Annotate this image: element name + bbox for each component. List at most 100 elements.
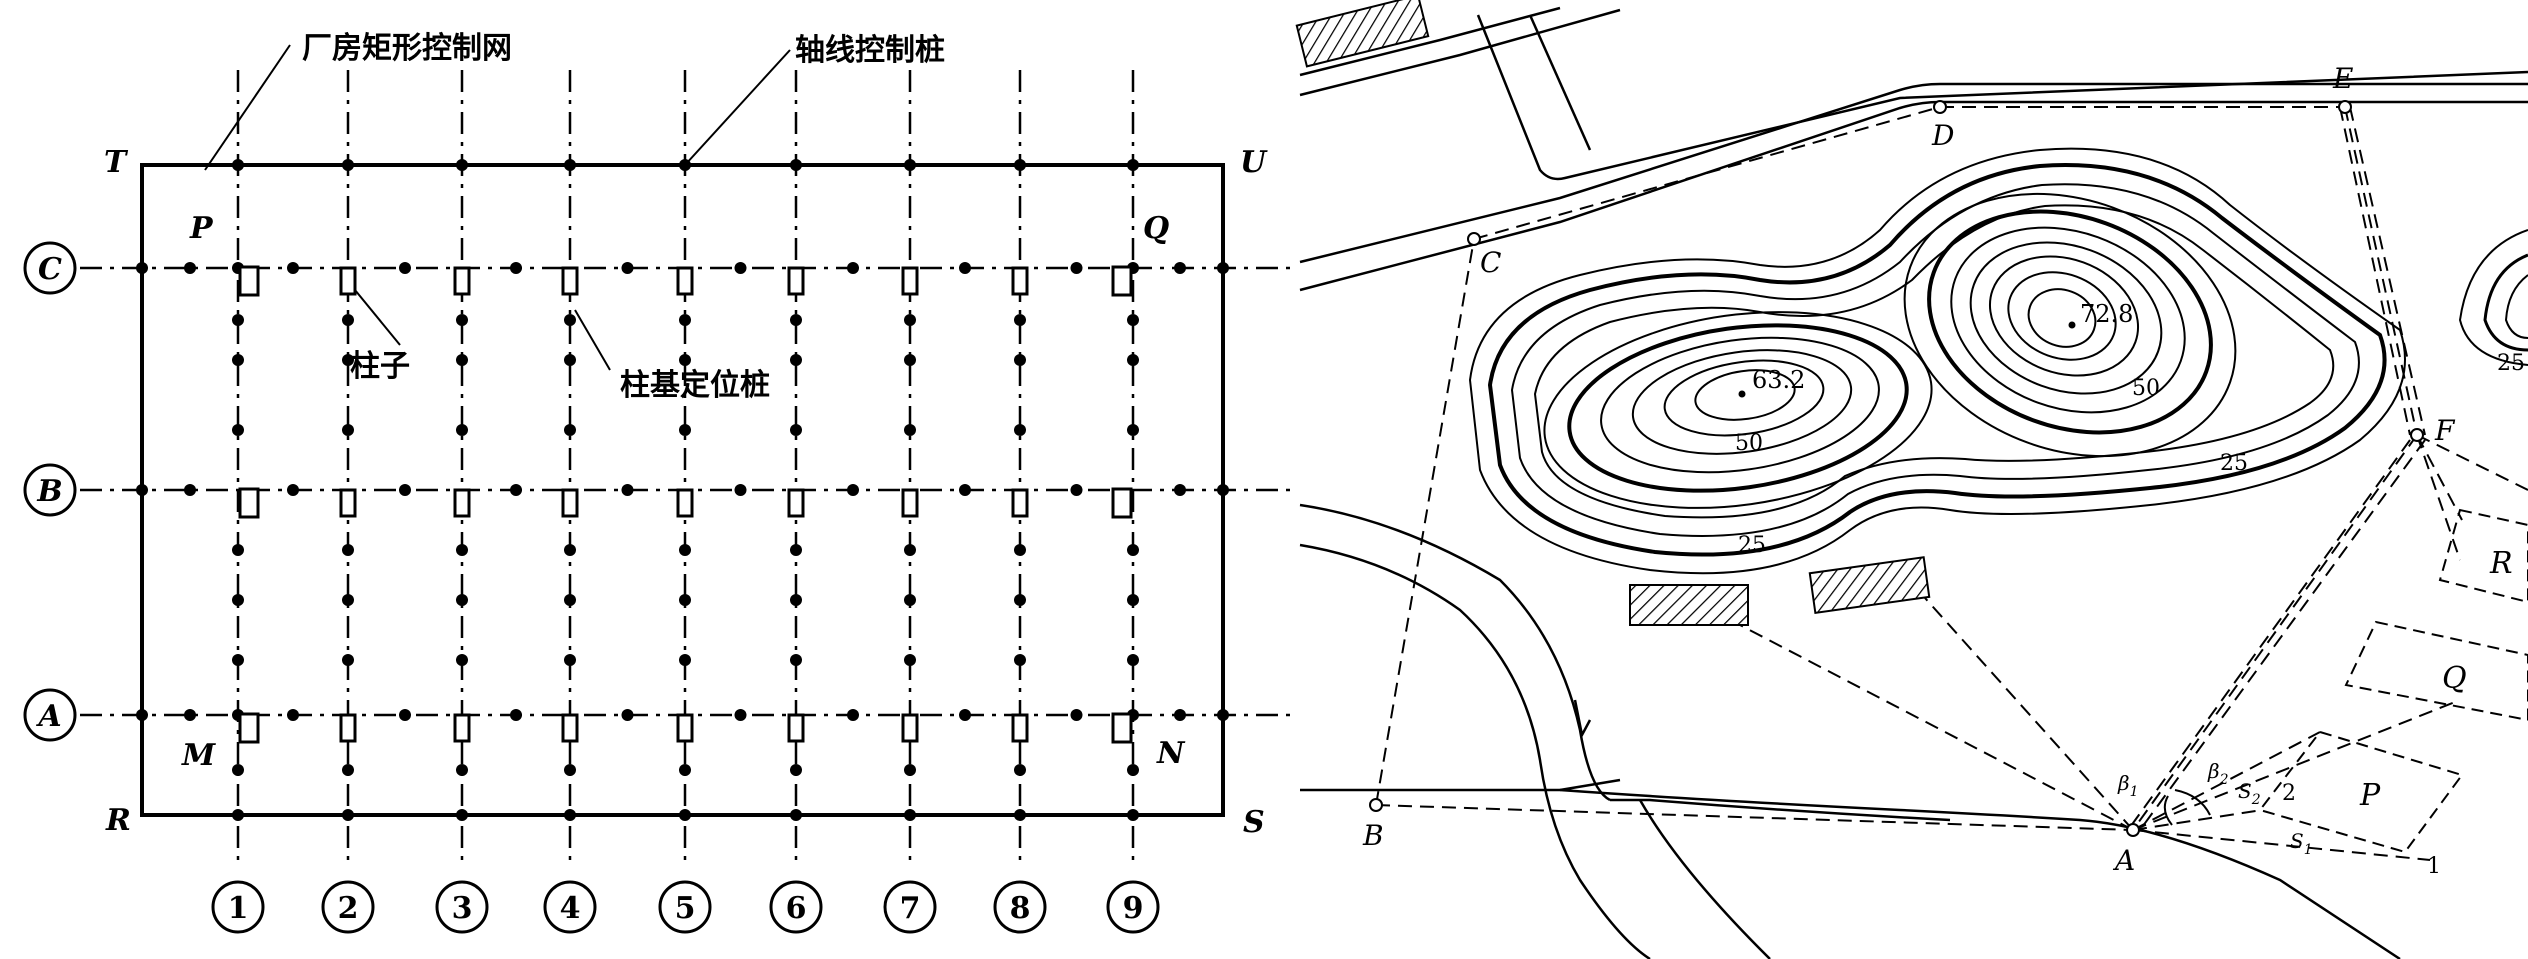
- survey-dashed-line: [2127, 439, 2411, 831]
- stake-dot: [456, 809, 468, 821]
- stake-dot: [679, 354, 691, 366]
- stake-dot: [342, 594, 354, 606]
- row-axis-bubble: [23, 241, 77, 295]
- column-marker: [1111, 712, 1133, 744]
- survey-point-B: [1369, 798, 1383, 812]
- contour-ring-left: [1694, 369, 1796, 421]
- survey-dashed-line: [2416, 434, 2463, 521]
- row-axis-bubble: [23, 463, 77, 517]
- building-P-outline: [2258, 730, 2464, 854]
- inner-corner-Q-label: Q: [1143, 211, 1169, 246]
- stake-dot: [847, 262, 859, 274]
- column-axis-bubble: [993, 880, 1047, 934]
- road-north-edge-2: [1299, 6, 1561, 77]
- column-marker: [901, 488, 919, 518]
- contour-ring-left: [1663, 359, 1825, 437]
- stake-dot: [790, 544, 802, 556]
- river-north-bank: [1299, 503, 1611, 802]
- stake-dot: [342, 654, 354, 666]
- column-marker: [238, 712, 260, 744]
- contour-partial-east-1: [2458, 229, 2528, 366]
- stake-dot: [790, 354, 802, 366]
- stake-dot: [184, 262, 196, 274]
- survey-point-F: [2410, 428, 2424, 442]
- stake-dot: [564, 654, 576, 666]
- stake-dot: [1070, 709, 1083, 721]
- stake-dot: [1014, 654, 1026, 666]
- column-axis-label: 3: [452, 891, 473, 926]
- stake-dot: [904, 764, 916, 776]
- column-marker: [901, 713, 919, 743]
- stake-dot: [342, 159, 354, 171]
- stake-dot: [342, 544, 354, 556]
- contour-ring-right: [1988, 255, 2140, 377]
- column-axis-bubble: [883, 880, 937, 934]
- stake-dot: [790, 809, 802, 821]
- stake-dot: [342, 314, 354, 326]
- stake-dot: [510, 484, 522, 496]
- survey-dashed-line: [1375, 238, 1475, 806]
- topographic-layout-map: [1295, 0, 2528, 959]
- stake-dot: [1127, 424, 1139, 436]
- row-axis-label: A: [35, 699, 61, 734]
- stake-dot: [1127, 809, 1139, 821]
- building-R-outline: [2438, 508, 2528, 604]
- column-marker: [1011, 266, 1029, 296]
- stake-dot: [679, 594, 691, 606]
- contour-ring-left: [1567, 323, 1909, 493]
- stake-dot: [1014, 354, 1026, 366]
- contour-ring-right: [1950, 226, 2186, 414]
- contour-lines: [1468, 147, 2406, 575]
- stake-dot: [734, 262, 747, 274]
- road-branch-left: [1476, 14, 2528, 181]
- stake-dot: [456, 654, 468, 666]
- stake-dot: [959, 709, 971, 721]
- survey-dashed-line: [2132, 731, 2321, 831]
- stake-dot: [847, 484, 859, 496]
- column-marker: [238, 265, 260, 297]
- river-lower-bank: [1638, 799, 1771, 959]
- stake-dot: [456, 424, 468, 436]
- distance-s2-label: S2: [2238, 779, 2261, 808]
- contour-ring-left: [1600, 336, 1880, 474]
- column-axis-bubble: [658, 880, 712, 934]
- dashed-survey-lines: [1375, 106, 2528, 861]
- stake-dot: [232, 354, 244, 366]
- stake-dot: [342, 764, 354, 776]
- survey-dashed-line: [2139, 439, 2426, 831]
- stake-dot: [1014, 159, 1026, 171]
- contour-partial-east-2: [2483, 253, 2528, 352]
- stake-dot: [1127, 354, 1139, 366]
- axis-stake-label: 轴线控制桩: [795, 33, 945, 68]
- stake-dot: [456, 764, 468, 776]
- stake-dot: [564, 159, 576, 171]
- column-axis-bubble: [1106, 880, 1160, 934]
- angle-beta1-label: β1: [2117, 771, 2138, 800]
- stake-dot: [679, 654, 691, 666]
- corner-U-label: U: [1240, 145, 1268, 180]
- column-axis-label: 4: [560, 891, 581, 926]
- column-marker: [787, 713, 805, 743]
- stake-dot: [399, 709, 411, 721]
- stake-dot: [1070, 262, 1083, 274]
- stake-dot: [287, 709, 299, 721]
- distance-s1-label: S1: [2290, 829, 2313, 858]
- column-marker: [561, 488, 579, 518]
- stake-dot: [790, 159, 802, 171]
- stake-points: [136, 159, 1229, 821]
- contour-ring-right: [2007, 271, 2117, 361]
- contour-line-outer: [1510, 183, 2360, 537]
- inner-corner-M-label: M: [181, 738, 216, 773]
- stake-dot: [1070, 484, 1083, 496]
- hatched-building-north: [1295, 0, 1430, 68]
- river-south-bank: [1299, 543, 1651, 959]
- point-E-label: E: [2332, 62, 2353, 95]
- survey-dashed-line: [1924, 597, 2134, 831]
- column-axis-label: 2: [338, 891, 359, 926]
- column-marker: [561, 713, 579, 743]
- survey-point-D: [1933, 100, 1947, 114]
- column-axis-label: 1: [228, 891, 249, 926]
- stake-dot: [342, 424, 354, 436]
- stake-dot: [1127, 594, 1139, 606]
- stake-dot: [904, 159, 916, 171]
